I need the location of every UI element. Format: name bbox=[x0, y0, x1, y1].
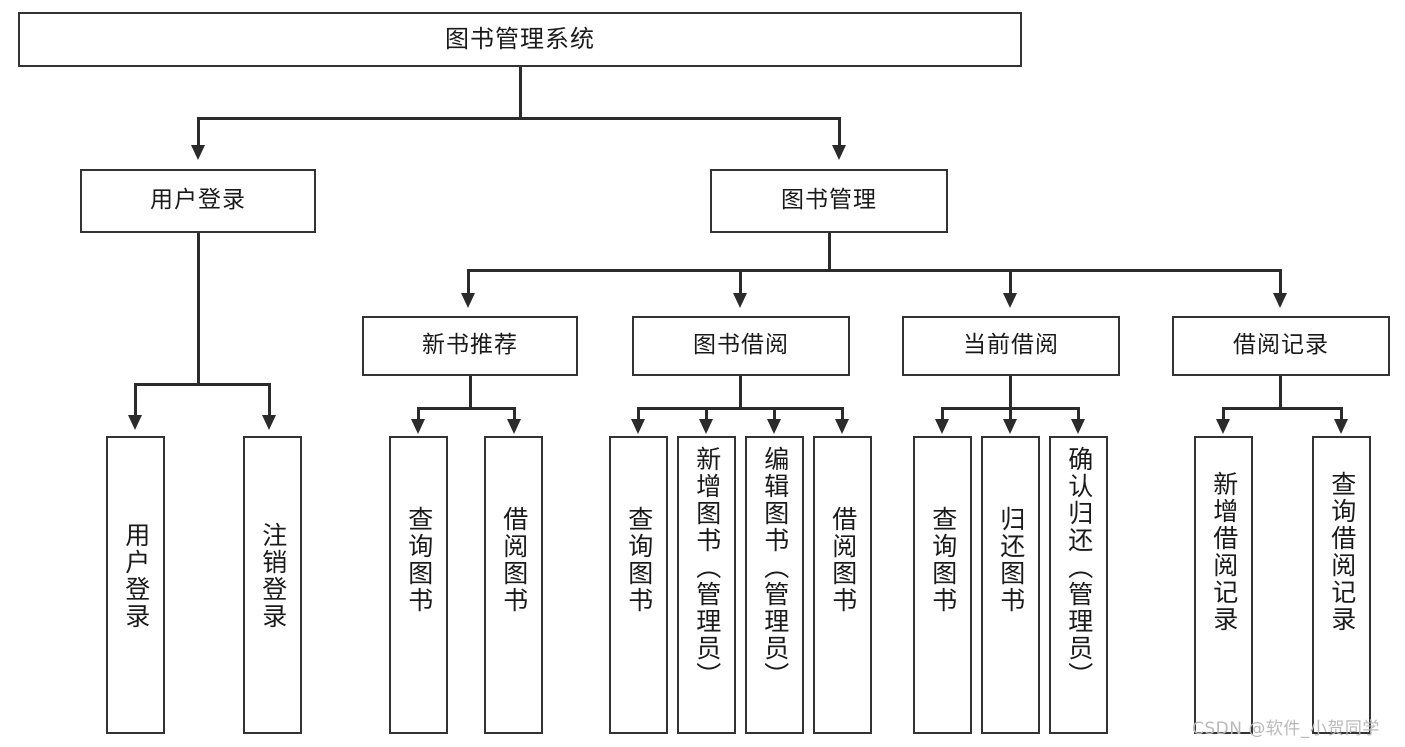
connector-level2-drop-2 bbox=[838, 117, 841, 145]
arrow-to-leaf-borrow-book-1 bbox=[507, 419, 521, 434]
connector-current-borrow-trunk bbox=[1009, 376, 1012, 408]
node-label: 图书管理系统 bbox=[445, 25, 595, 54]
leaf-label: 借阅图书 bbox=[499, 506, 529, 614]
connector-new-book-bus bbox=[417, 407, 516, 410]
leaf-label: 新增借阅记录 bbox=[1209, 471, 1239, 633]
connector-user-login-drop-2 bbox=[268, 383, 271, 415]
connector-level3-drop-1 bbox=[467, 269, 470, 293]
node-current-borrow[interactable]: 当前借阅 bbox=[902, 316, 1120, 376]
arrow-to-leaf-user-login bbox=[128, 415, 142, 430]
connector-book-borrow-drop-2 bbox=[705, 407, 708, 419]
arrow-to-leaf-add-book bbox=[699, 419, 713, 434]
node-user-login[interactable]: 用户登录 bbox=[80, 169, 316, 233]
arrow-to-leaf-query-book-3 bbox=[935, 419, 949, 434]
connector-book-borrow-bus bbox=[637, 407, 843, 410]
arrow-to-leaf-borrow-book-2 bbox=[835, 419, 849, 434]
leaf-label: 查询图书 bbox=[928, 506, 958, 614]
leaf-query-book-borrow[interactable]: 查询图书 bbox=[609, 436, 668, 734]
arrow-to-leaf-confirm-return bbox=[1071, 419, 1085, 434]
connector-book-borrow-drop-4 bbox=[841, 407, 844, 419]
leaf-add-borrow-record[interactable]: 新增借阅记录 bbox=[1194, 436, 1253, 734]
arrow-to-leaf-return-book bbox=[1003, 419, 1017, 434]
connector-current-borrow-drop-3 bbox=[1077, 407, 1080, 419]
connector-user-login-trunk bbox=[197, 233, 200, 384]
connector-level3-bus bbox=[467, 269, 1281, 272]
connector-new-book-drop-1 bbox=[417, 407, 420, 419]
leaf-label: 归还图书 bbox=[996, 506, 1026, 614]
leaf-label: 确认归还（管理员） bbox=[1064, 446, 1094, 689]
connector-current-borrow-drop-2 bbox=[1009, 407, 1012, 419]
leaf-label: 注销登录 bbox=[258, 522, 288, 630]
node-label: 当前借阅 bbox=[963, 332, 1059, 359]
connector-book-borrow-drop-1 bbox=[637, 407, 640, 419]
connector-level2-drop-1 bbox=[197, 117, 200, 145]
arrow-to-new-book-recommend bbox=[461, 293, 475, 308]
node-label: 借阅记录 bbox=[1233, 332, 1329, 359]
node-label: 用户登录 bbox=[150, 187, 246, 214]
arrow-to-leaf-query-book-2 bbox=[631, 419, 645, 434]
csdn-watermark: CSDN @软件_小贺同学 bbox=[1192, 719, 1380, 739]
leaf-query-book-recommend[interactable]: 查询图书 bbox=[389, 436, 448, 734]
connector-book-borrow-drop-3 bbox=[773, 407, 776, 419]
leaf-user-login[interactable]: 用户登录 bbox=[106, 436, 165, 734]
connector-book-management-trunk bbox=[828, 233, 831, 270]
arrow-to-leaf-edit-book bbox=[767, 419, 781, 434]
leaf-add-book-admin[interactable]: 新增图书（管理员） bbox=[677, 436, 736, 734]
connector-borrow-record-drop-2 bbox=[1340, 407, 1343, 419]
arrow-to-leaf-query-book-1 bbox=[411, 419, 425, 434]
node-book-management[interactable]: 图书管理 bbox=[710, 169, 948, 233]
connector-borrow-record-drop-1 bbox=[1222, 407, 1225, 419]
connector-level3-drop-3 bbox=[1009, 269, 1012, 293]
connector-user-login-drop-1 bbox=[134, 383, 137, 415]
arrow-to-current-borrow bbox=[1003, 293, 1017, 308]
connector-current-borrow-drop-1 bbox=[941, 407, 944, 419]
connector-borrow-record-bus bbox=[1222, 407, 1342, 410]
node-label: 图书借阅 bbox=[693, 332, 789, 359]
connector-level2-bus bbox=[197, 117, 840, 120]
leaf-label: 查询图书 bbox=[624, 506, 654, 614]
node-root-library-system[interactable]: 图书管理系统 bbox=[18, 12, 1022, 67]
connector-user-login-bus bbox=[134, 383, 270, 386]
leaf-edit-book-admin[interactable]: 编辑图书（管理员） bbox=[745, 436, 804, 734]
arrow-to-user-login bbox=[191, 145, 205, 160]
leaf-logout[interactable]: 注销登录 bbox=[243, 436, 302, 734]
connector-new-book-drop-2 bbox=[513, 407, 516, 419]
arrow-to-leaf-logout bbox=[262, 415, 276, 430]
leaf-label: 新增图书（管理员） bbox=[692, 446, 722, 689]
node-label: 新书推荐 bbox=[422, 332, 518, 359]
leaf-query-borrow-record[interactable]: 查询借阅记录 bbox=[1312, 436, 1371, 734]
leaf-confirm-return-admin[interactable]: 确认归还（管理员） bbox=[1049, 436, 1108, 734]
arrow-to-book-borrow bbox=[733, 293, 747, 308]
node-new-book-recommend[interactable]: 新书推荐 bbox=[362, 316, 578, 376]
connector-book-borrow-trunk bbox=[739, 376, 742, 408]
leaf-borrow-book[interactable]: 借阅图书 bbox=[813, 436, 872, 734]
node-book-borrow[interactable]: 图书借阅 bbox=[632, 316, 850, 376]
node-label: 图书管理 bbox=[781, 187, 877, 214]
leaf-return-book[interactable]: 归还图书 bbox=[981, 436, 1040, 734]
connector-root-trunk bbox=[519, 67, 522, 118]
connector-new-book-trunk bbox=[469, 376, 472, 408]
leaf-borrow-book-recommend[interactable]: 借阅图书 bbox=[484, 436, 543, 734]
leaf-label: 用户登录 bbox=[121, 522, 151, 630]
arrow-to-borrow-record bbox=[1273, 293, 1287, 308]
arrow-to-book-management bbox=[832, 145, 846, 160]
connector-level3-drop-4 bbox=[1279, 269, 1282, 293]
leaf-query-book-current[interactable]: 查询图书 bbox=[913, 436, 972, 734]
connector-borrow-record-trunk bbox=[1279, 376, 1282, 408]
arrow-to-leaf-query-record bbox=[1334, 419, 1348, 434]
leaf-label: 查询图书 bbox=[404, 506, 434, 614]
leaf-label: 借阅图书 bbox=[828, 506, 858, 614]
arrow-to-leaf-add-record bbox=[1216, 419, 1230, 434]
node-borrow-record[interactable]: 借阅记录 bbox=[1172, 316, 1390, 376]
leaf-label: 查询借阅记录 bbox=[1327, 471, 1357, 633]
connector-level3-drop-2 bbox=[739, 269, 742, 293]
leaf-label: 编辑图书（管理员） bbox=[760, 446, 790, 689]
